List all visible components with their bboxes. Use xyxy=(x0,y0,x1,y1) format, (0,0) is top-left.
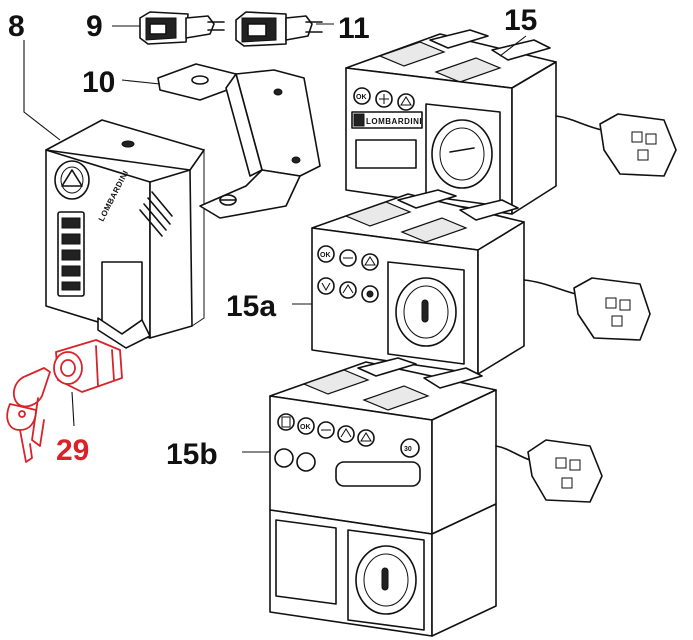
callout-29: 29 xyxy=(56,434,89,467)
callout-9: 9 xyxy=(86,10,103,43)
part-15b-instrument-panel: OK 30 xyxy=(269,357,603,637)
part-8-key-switch-housing: LOMBARDINI xyxy=(45,119,205,349)
part-9-small-switch xyxy=(139,11,225,45)
part-15-instrument-panel: OK LOMBARDINI xyxy=(345,29,677,215)
leader-lines xyxy=(23,23,527,453)
part-10-mounting-bracket xyxy=(157,63,321,219)
panel-15b-30-label: 30 xyxy=(404,446,412,453)
callout-10: 10 xyxy=(82,66,115,99)
part-15a-instrument-panel: OK xyxy=(311,189,651,375)
panel-15-brand-text: LOMBARDINI xyxy=(366,117,422,126)
part-11-small-switch xyxy=(235,11,323,47)
panel-15-ok-label: OK xyxy=(356,94,367,101)
callout-15: 15 xyxy=(504,4,537,37)
panel-15b-ok-label: OK xyxy=(300,424,311,431)
callout-labels: 8 9 10 11 15 15a 15b 29 xyxy=(8,4,537,471)
callout-15a: 15a xyxy=(226,290,276,323)
part-29-ignition-lock-with-keys xyxy=(6,339,123,463)
callout-8: 8 xyxy=(8,10,25,43)
panel-15a-ok-label: OK xyxy=(320,252,331,259)
callout-15b: 15b xyxy=(166,438,218,471)
callout-11: 11 xyxy=(338,12,370,45)
